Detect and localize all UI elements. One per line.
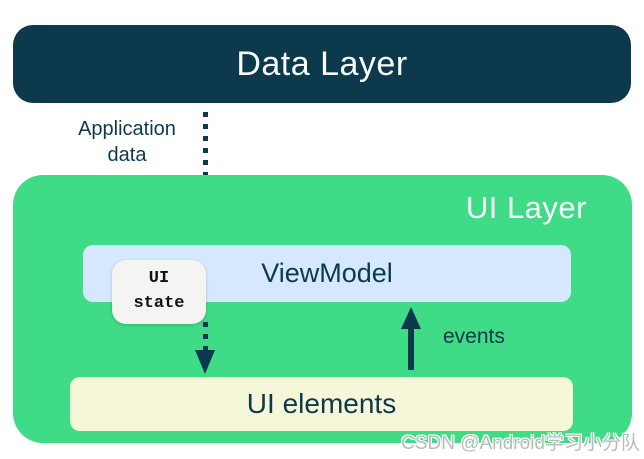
ui-state-label-line1: UI [148,269,170,289]
ui-elements-label: UI elements [246,388,397,419]
data-layer-box: Data Layer [13,25,631,103]
down-arrow-icon [195,350,215,374]
application-data-label: Application data [78,118,176,166]
ui-state-label-line2: state [133,294,185,313]
events-label: events [443,325,505,348]
watermark: CSDN @Android学习小分队 [401,433,640,454]
up-arrow-icon [401,307,421,329]
ui-layer-label: UI Layer [465,190,587,225]
ui-layer-box: UI Layer ViewModel UI state UI elements … [13,175,632,443]
viewmodel-label: ViewModel [261,258,393,288]
ui-elements-box: UI elements [70,377,573,431]
ui-state-badge: UI state [112,260,206,324]
application-data-arrow-line [203,112,208,216]
state-arrow-line [203,322,208,350]
events-arrow-shaft [408,325,414,370]
data-layer-label: Data Layer [236,44,408,83]
